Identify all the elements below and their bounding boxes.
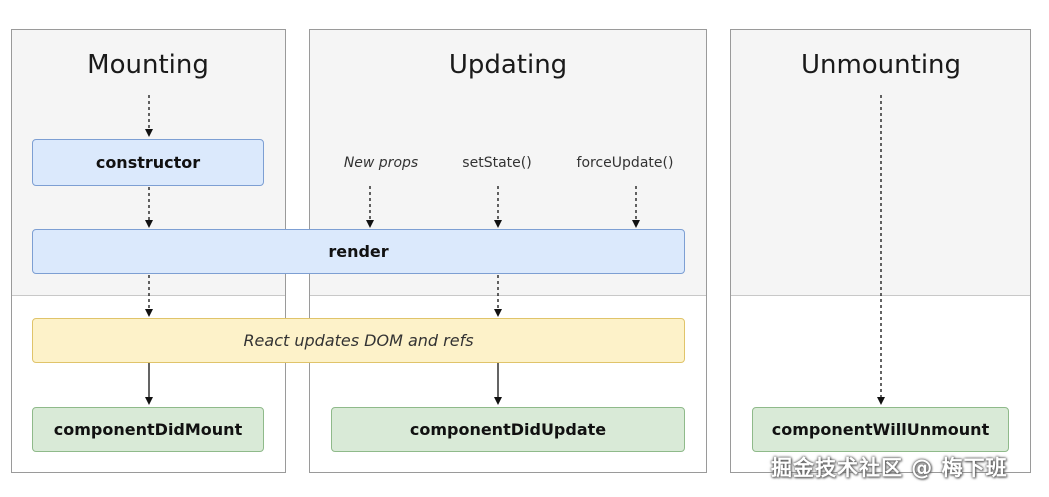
dom-update-box: React updates DOM and refs bbox=[32, 318, 685, 363]
constructor-box: constructor bbox=[32, 139, 264, 186]
watermark: 掘金技术社区 @ 梅下班 bbox=[771, 456, 1008, 480]
updating-title: Updating bbox=[448, 50, 568, 80]
did-update-box: componentDidUpdate bbox=[331, 407, 685, 452]
unmounting-title: Unmounting bbox=[800, 50, 962, 80]
new-props-label: New props bbox=[343, 155, 419, 171]
set-state-label: setState() bbox=[462, 155, 532, 171]
force-update-label: forceUpdate() bbox=[576, 155, 674, 171]
render-box: render bbox=[32, 229, 685, 274]
did-mount-box: componentDidMount bbox=[32, 407, 264, 452]
will-unmount-box: componentWillUnmount bbox=[752, 407, 1009, 452]
mounting-title: Mounting bbox=[87, 50, 209, 80]
